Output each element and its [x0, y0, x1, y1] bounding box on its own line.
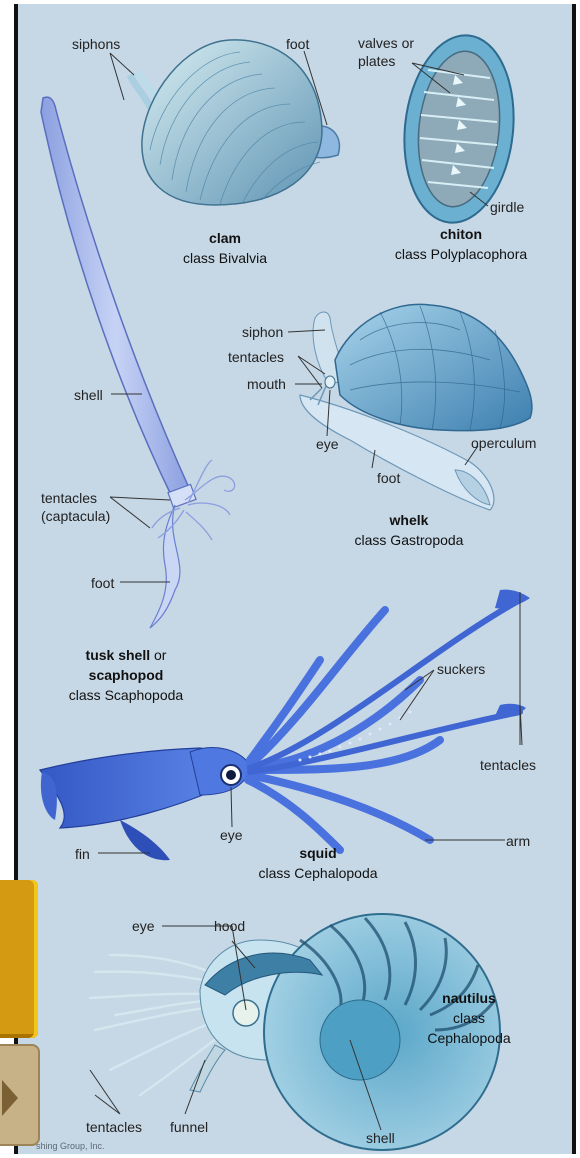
squid-tentacle-club-1: [495, 590, 530, 609]
tusk-name: tusk shell: [86, 647, 151, 663]
squid-name: squid: [299, 845, 336, 861]
label-valves-plates: valves or plates: [358, 34, 414, 70]
clam-class: class Bivalvia: [183, 250, 267, 266]
side-nav-panel[interactable]: [0, 880, 38, 1038]
label-girdle: girdle: [490, 198, 524, 216]
next-slide-button[interactable]: [0, 1044, 40, 1146]
copyright-text: shing Group, Inc.: [36, 1141, 105, 1151]
squid-tentacles: [250, 600, 520, 772]
squid-illustration: [40, 590, 530, 861]
label-operculum: operculum: [471, 434, 536, 452]
tusk-or: or: [150, 647, 166, 663]
clam-name: clam: [209, 230, 241, 246]
nautilus-class-2: Cephalopoda: [427, 1030, 510, 1046]
label-suckers: suckers: [437, 660, 485, 678]
whelk-class: class Gastropoda: [355, 532, 464, 548]
label-arm: arm: [506, 832, 530, 850]
nautilus-name: nautilus: [442, 990, 496, 1006]
label-nautilus-shell: shell: [366, 1129, 395, 1147]
title-nautilus: nautilus class Cephalopoda: [414, 988, 524, 1048]
squid-eye-pupil: [226, 770, 236, 780]
tusk-class: class Scaphopoda: [69, 687, 183, 703]
label-captacula: tentacles (captacula): [41, 489, 110, 525]
nautilus-class-1: class: [453, 1010, 485, 1026]
label-tusk-shell: shell: [74, 386, 103, 404]
title-whelk: whelk class Gastropoda: [336, 510, 482, 550]
title-clam: clam class Bivalvia: [165, 228, 285, 268]
whelk-illustration: [300, 304, 532, 510]
squid-fin: [120, 820, 170, 860]
squid-mantle: [40, 748, 218, 828]
chiton-class: class Polyplacophora: [395, 246, 527, 262]
label-nautilus-eye: eye: [132, 917, 155, 935]
title-tusk-shell: tusk shell or scaphopod class Scaphopoda: [54, 645, 198, 705]
nautilus-eye: [233, 1000, 259, 1026]
title-squid: squid class Cephalopoda: [240, 843, 396, 883]
label-funnel: funnel: [170, 1118, 208, 1136]
label-mouth: mouth: [247, 375, 286, 393]
whelk-eye: [325, 376, 335, 388]
tusk-name-2: scaphopod: [89, 667, 164, 683]
squid-tentacle-club-2: [495, 704, 526, 718]
label-whelk-eye: eye: [316, 435, 339, 453]
label-tusk-foot: foot: [91, 574, 114, 592]
squid-class: class Cephalopoda: [258, 865, 377, 881]
label-fin: fin: [75, 845, 90, 863]
label-squid-tentacles: tentacles: [480, 756, 536, 774]
label-nautilus-tentacles: tentacles: [86, 1118, 142, 1136]
label-whelk-tentacles: tentacles: [228, 348, 284, 366]
next-arrow-icon: [2, 1080, 18, 1116]
label-whelk-siphon: siphon: [242, 323, 283, 341]
title-chiton: chiton class Polyplacophora: [380, 224, 542, 264]
squid-arms: [248, 610, 440, 850]
label-whelk-foot: foot: [377, 469, 400, 487]
label-siphons: siphons: [72, 35, 120, 53]
whelk-name: whelk: [390, 512, 429, 528]
chiton-name: chiton: [440, 226, 482, 242]
label-hood: hood: [214, 917, 245, 935]
label-squid-eye: eye: [220, 826, 243, 844]
label-clam-foot: foot: [286, 35, 309, 53]
